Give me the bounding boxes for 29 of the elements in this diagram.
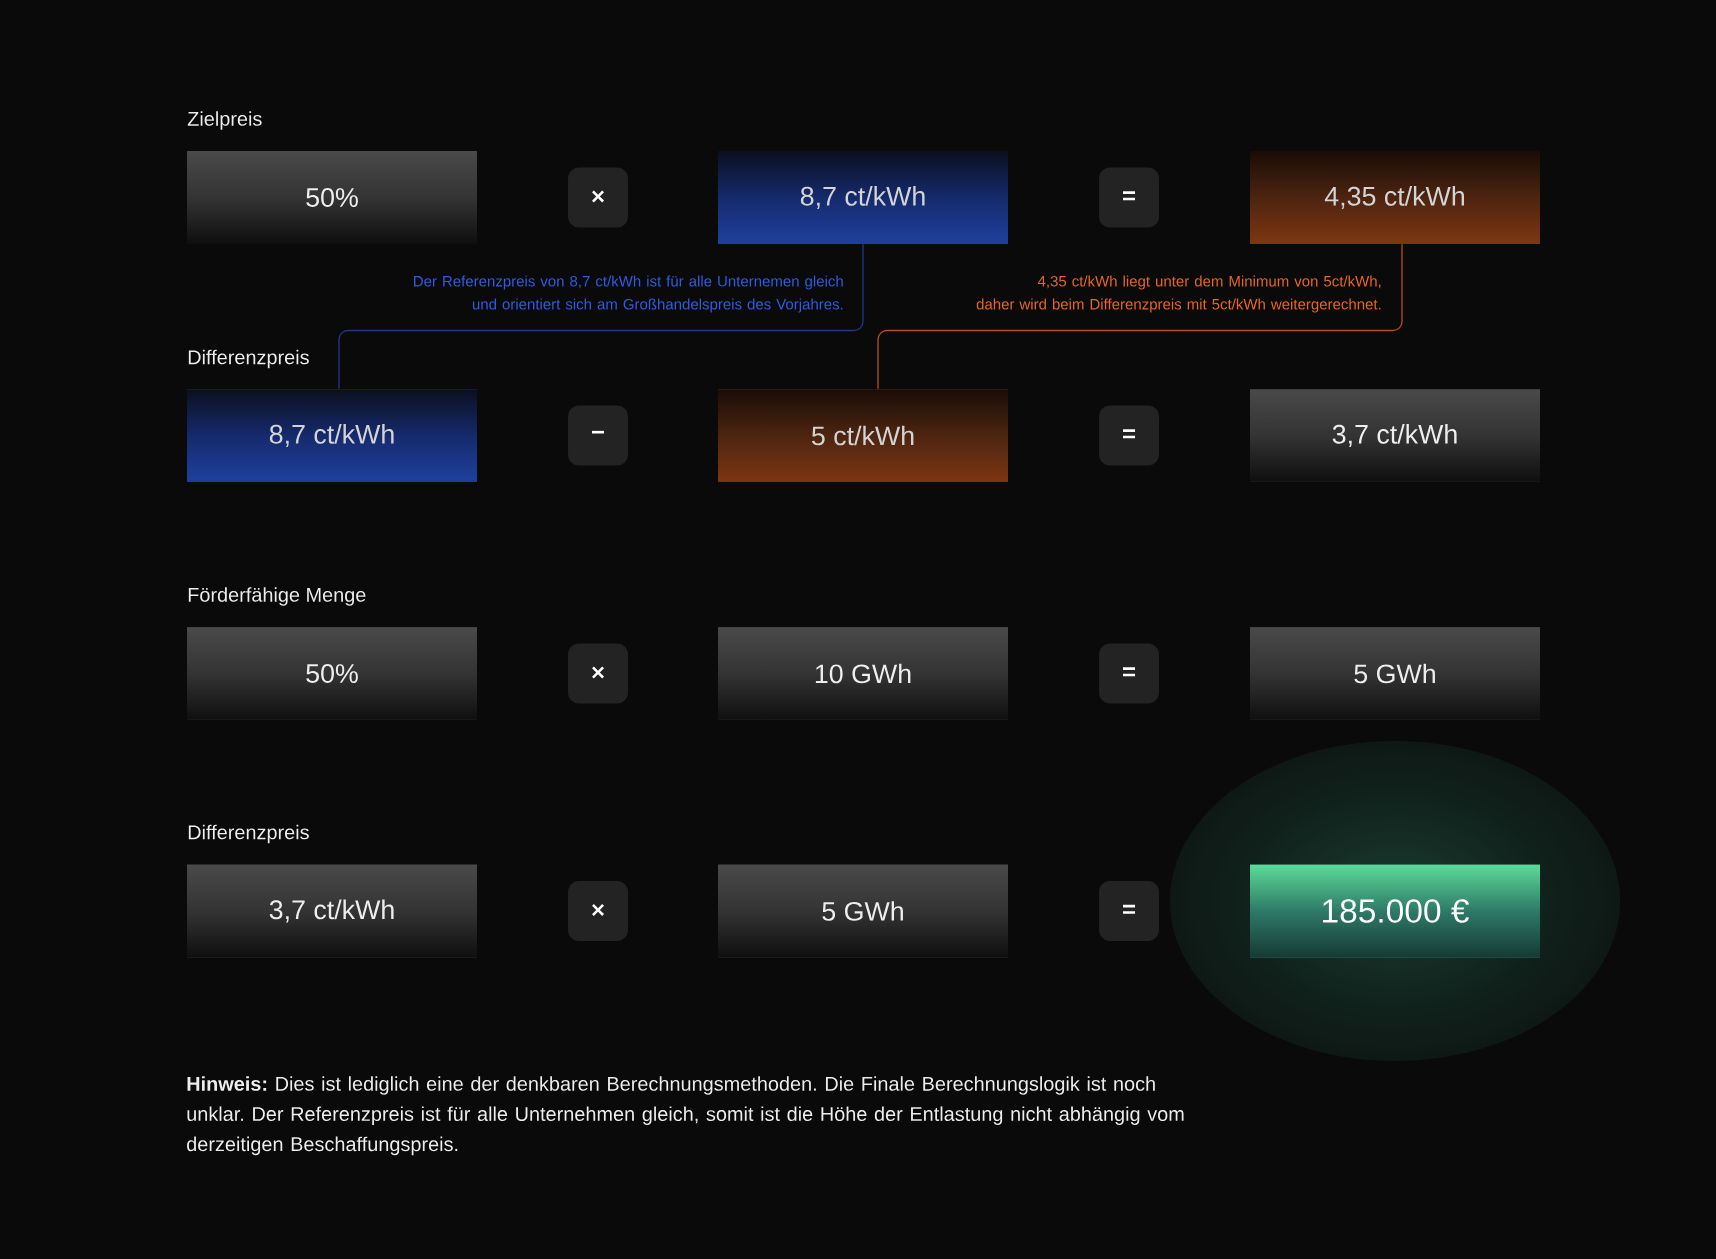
section-heading: Förderfähige Menge	[188, 587, 366, 606]
note-text: Hinweis: Dies ist lediglich eine der denkbaren Berechnungsmethoden. Die Finale Berechnungslogik ist noch unklar. Der Referenzpreis ist für alle Unternehmen gleich, somit ist die Höhe der Entlastung nicht abhängig vom derzeitigen Beschaffungspreis.	[187, 1076, 1184, 1156]
operator-box: −	[568, 405, 628, 466]
value-box: 3,7 ct/kWh	[1250, 389, 1540, 482]
connector-line	[338, 243, 864, 390]
value-box: 5 GWh	[1250, 627, 1540, 720]
value-box: 8,7 ct/kWh	[187, 389, 477, 482]
annotation-text: 4,35 ct/kWh liegt unter dem Minimum von 5ct/kWh, daher wird beim Differenzpreis mit 5ct/kWh weitergerechnet.	[976, 275, 1381, 313]
section-heading: Differenzpreis	[188, 349, 309, 369]
value-box: 5 ct/kWh	[718, 389, 1008, 482]
value-box: 10 GWh	[718, 627, 1008, 720]
operator-box: ×	[568, 167, 628, 228]
value-box: 8,7 ct/kWh	[718, 151, 1008, 244]
connector-line	[877, 243, 1403, 390]
operator-box: ×	[568, 881, 628, 941]
value-box: 5 GWh	[718, 864, 1008, 958]
section-heading: Zielpreis	[187, 111, 262, 130]
value-box: 4,35 ct/kWh	[1250, 151, 1540, 244]
value-box: 50%	[187, 627, 477, 720]
section-heading: Differenzpreis	[188, 824, 309, 844]
result-box: 185.000 €	[1250, 864, 1540, 958]
operator-box: ×	[568, 643, 628, 704]
operator-box: =	[1099, 167, 1159, 228]
operator-box: =	[1099, 881, 1159, 941]
value-box: 3,7 ct/kWh	[187, 864, 477, 958]
value-box: 50%	[187, 151, 477, 244]
operator-box: =	[1099, 405, 1159, 466]
operator-box: =	[1099, 643, 1159, 704]
annotation-text: Der Referenzpreis von 8,7 ct/kWh ist für alle Unternemen gleich und orientiert sich am Großhandelspreis des Vorjahres.	[414, 275, 843, 313]
